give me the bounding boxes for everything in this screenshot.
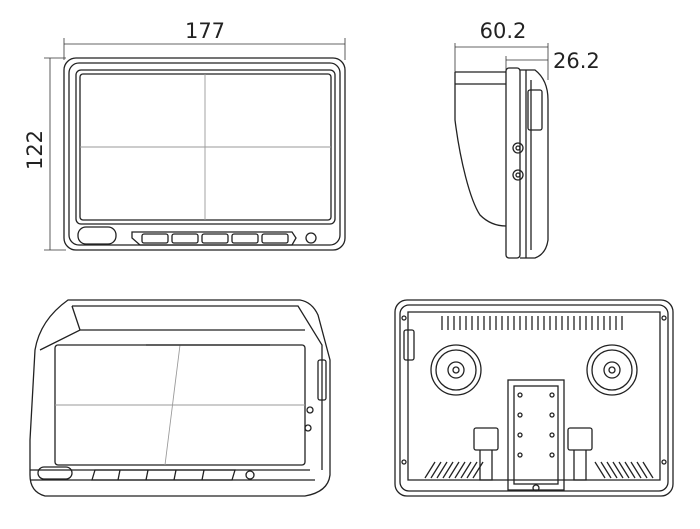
vent-slot <box>460 461 472 479</box>
vent-slot <box>612 461 624 479</box>
vent-slot <box>618 461 630 479</box>
front-buttons <box>141 233 289 244</box>
vent-slot <box>472 461 484 479</box>
vent-slot <box>448 461 460 479</box>
vent-slot <box>454 461 466 479</box>
front-view: 177 122 <box>23 19 346 251</box>
rear-view <box>394 299 674 497</box>
logo-badge <box>77 226 117 245</box>
depth-with-shade-label: 60.2 <box>480 19 527 43</box>
vent-slot <box>636 461 648 479</box>
fan-right <box>586 344 638 396</box>
vent-slot <box>630 461 642 479</box>
top-vent <box>441 316 623 330</box>
fan-left <box>430 344 482 396</box>
vent-slot <box>466 461 478 479</box>
vent-slot <box>624 461 636 479</box>
power-led <box>305 232 317 244</box>
vent-slot <box>430 461 442 479</box>
vent-slot <box>424 461 436 479</box>
vent-slot <box>642 461 654 479</box>
width-label: 177 <box>185 19 225 43</box>
vent-slot <box>606 461 618 479</box>
bottom-right-vent <box>594 461 654 479</box>
vent-slot <box>600 461 612 479</box>
side-view: 60.2 26.2 <box>454 19 600 259</box>
vent-slot <box>442 461 454 479</box>
height-label: 122 <box>23 130 47 170</box>
perspective-view <box>29 299 331 497</box>
bottom-left-vent <box>424 461 484 479</box>
vent-slot <box>436 461 448 479</box>
vent-slot <box>594 461 606 479</box>
depth-body-label: 26.2 <box>553 49 600 73</box>
vesa-mount <box>507 379 565 492</box>
